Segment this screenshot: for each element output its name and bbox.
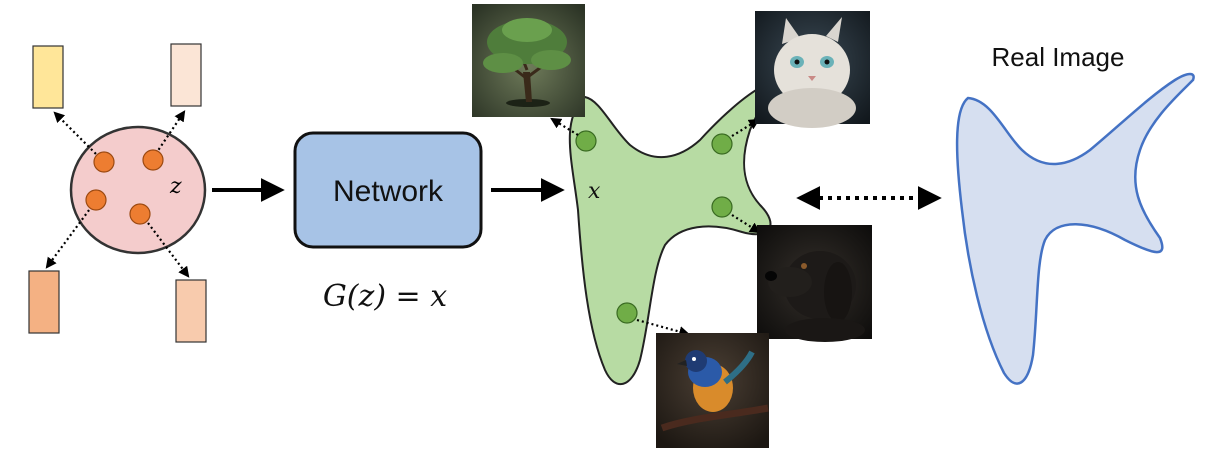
latent-vector-3 (28, 270, 60, 334)
latent-vector-2 (170, 43, 202, 107)
latent-ellipse (69, 125, 207, 255)
generated-point-bird (616, 302, 638, 324)
network-box (293, 131, 483, 249)
network-label: Network (333, 175, 444, 208)
network-block: Network G(z) = x (293, 131, 483, 314)
generated-symbol: x (588, 179, 601, 204)
generated-link-bird (636, 318, 691, 337)
tree-image (472, 4, 585, 117)
latent-point-3 (85, 189, 107, 211)
generated-link-dog (731, 214, 761, 234)
generated-link-cat (731, 118, 760, 137)
latent-point-2 (142, 149, 164, 171)
latent-link-2 (152, 110, 186, 159)
latent-point-4 (129, 203, 151, 225)
real-distribution: Real Image (955, 42, 1195, 385)
real-shape (955, 72, 1195, 385)
generated-point-dog (711, 196, 733, 218)
latent-symbol: z (169, 174, 182, 199)
latent-space: z (28, 43, 207, 343)
latent-vector-1 (32, 45, 64, 109)
generated-distribution: x (550, 83, 772, 386)
generated-link-tree (550, 117, 579, 136)
bird-image (656, 333, 769, 448)
latent-link-3 (45, 201, 96, 269)
latent-vector-4 (175, 279, 207, 343)
latent-link-1 (53, 111, 104, 162)
cat-image (755, 11, 870, 128)
dog-image (757, 225, 872, 342)
latent-point-1 (93, 151, 115, 173)
generated-point-tree (575, 130, 597, 152)
real-label: Real Image (992, 42, 1125, 72)
generated-point-cat (711, 133, 733, 155)
network-equation: G(z) = x (323, 279, 447, 314)
